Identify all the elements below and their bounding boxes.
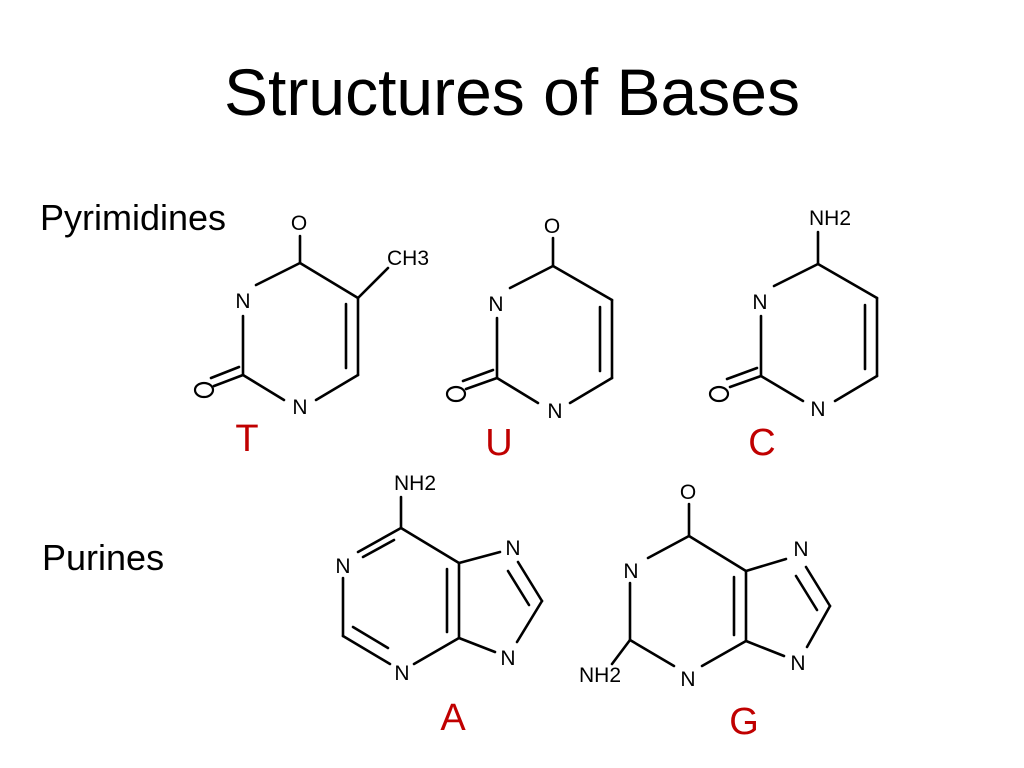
atom-label: NH2 xyxy=(394,472,436,495)
atom-label: N xyxy=(292,396,307,419)
uracil-letter: U xyxy=(485,422,512,464)
atom-label: O xyxy=(680,481,696,504)
cytosine-letter: C xyxy=(748,422,775,464)
thymine-oxygen-mark xyxy=(193,381,215,399)
adenine-letter: A xyxy=(440,697,466,739)
slide-title: Structures of Bases xyxy=(224,55,800,129)
atom-label: N xyxy=(810,398,825,421)
cytosine-structure: NH2 N N C xyxy=(708,207,879,464)
atom-label: CH3 xyxy=(387,247,429,270)
atom-label: N xyxy=(790,652,805,675)
thymine-structure: O CH3 N N T xyxy=(193,212,429,460)
cytosine-oxygen-mark xyxy=(708,385,730,403)
atom-label: N xyxy=(623,560,638,583)
guanine-structure: O N NH2 N N N G xyxy=(579,481,832,743)
thymine-letter: T xyxy=(235,418,258,460)
adenine-structure: NH2 N N N N A xyxy=(335,472,544,739)
atom-label: N xyxy=(394,662,409,685)
uracil-oxygen-mark xyxy=(445,385,467,403)
atom-label: N xyxy=(793,538,808,561)
atom-label: O xyxy=(291,212,307,235)
atom-label: N xyxy=(488,293,503,316)
uracil-structure: O N N U xyxy=(445,215,614,464)
atom-label: N xyxy=(680,668,695,691)
guanine-letter: G xyxy=(729,701,759,743)
atom-label: N xyxy=(335,555,350,578)
atom-label: N xyxy=(235,290,250,313)
atom-label: N xyxy=(547,400,562,423)
atom-label: N xyxy=(752,291,767,314)
atom-label: NH2 xyxy=(579,664,621,687)
atom-label: N xyxy=(500,647,515,670)
atom-label: N xyxy=(505,537,520,560)
atom-label: O xyxy=(544,215,560,238)
atom-label: NH2 xyxy=(809,207,851,230)
pyrimidines-label: Pyrimidines xyxy=(40,197,227,238)
purines-label: Purines xyxy=(42,537,165,578)
